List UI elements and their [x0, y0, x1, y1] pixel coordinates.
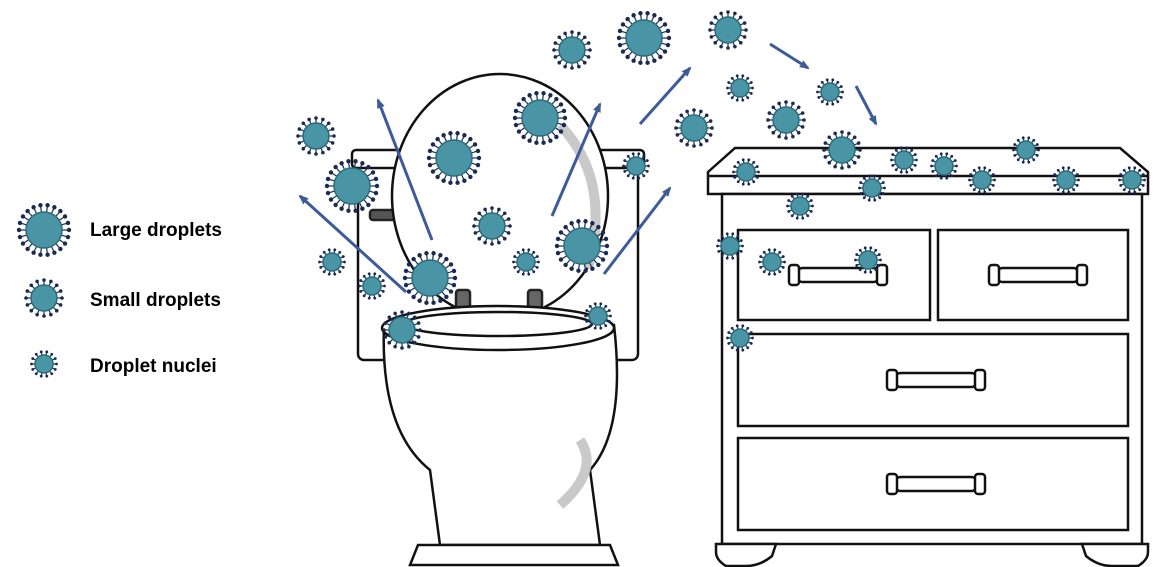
droplet-nuclei-icon: [318, 248, 346, 275]
drawer-handle-icon: [887, 474, 985, 494]
drawer-handle-icon: [887, 370, 985, 390]
small-droplet-icon: [296, 116, 336, 156]
small-droplet-icon: [472, 206, 512, 246]
dresser-top: [708, 148, 1148, 194]
small-droplet-icon: [766, 100, 806, 140]
legend-label-nuclei: Droplet nuclei: [90, 356, 217, 377]
small-droplet-icon: [674, 108, 714, 148]
drawer-handle-icon: [989, 265, 1087, 285]
hinge-right: [528, 290, 542, 308]
large-droplet-icon: [17, 203, 71, 257]
small-droplet-icon: [822, 130, 862, 170]
legend-label-large: Large droplets: [90, 220, 222, 241]
small-droplet-icon: [24, 278, 64, 318]
small-droplet-icon: [708, 10, 748, 50]
toilet-base: [410, 545, 618, 565]
legend: Large droplets Small droplets Droplet nu…: [90, 220, 222, 377]
dresser: [708, 148, 1148, 566]
hinge-left: [456, 290, 470, 308]
small-droplet-icon: [382, 310, 422, 350]
droplet-nuclei-icon: [726, 74, 754, 101]
large-droplet-icon: [617, 11, 671, 65]
droplet-nuclei-icon: [816, 78, 844, 105]
small-droplet-icon: [552, 30, 592, 70]
arrow-icon: [856, 86, 876, 124]
dresser-foot-left: [716, 544, 776, 566]
legend-label-small: Small droplets: [90, 290, 221, 311]
arrow-icon: [770, 44, 808, 68]
toilet-bowl: [384, 325, 617, 545]
dresser-foot-right: [1082, 544, 1148, 566]
droplet-nuclei-icon: [30, 350, 58, 377]
